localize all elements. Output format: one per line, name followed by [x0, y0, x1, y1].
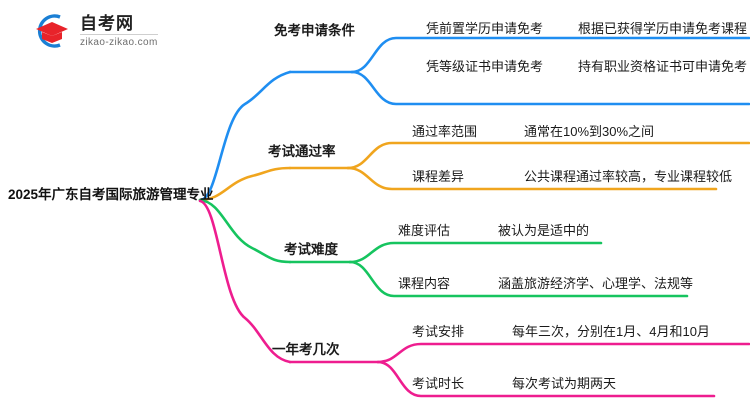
branch-label-0[interactable]: 免考申请条件	[274, 23, 355, 38]
branch-split-2-up	[348, 241, 603, 264]
mindmap-root-topic[interactable]: 2025年广东自考国际旅游管理专业	[8, 187, 214, 202]
branch-split-0-down	[350, 70, 750, 106]
branch-split-2-down	[348, 260, 689, 298]
sub-label-0-0[interactable]: 凭前置学历申请免考	[426, 21, 544, 36]
sub-label-3-1[interactable]: 考试时长	[412, 376, 465, 391]
logo-graduation-cap-icon	[30, 12, 74, 50]
branch-line-3	[198, 199, 292, 364]
logo-domain: zikao-zikao.com	[80, 36, 158, 48]
sub-label-2-1[interactable]: 课程内容	[398, 276, 451, 291]
sub-desc-2-1: 涵盖旅游经济学、心理学、法规等	[498, 276, 694, 291]
sub-desc-3-1: 每次考试为期两天	[512, 376, 617, 391]
logo-title: 自考网	[80, 15, 158, 35]
sub-desc-3-0: 每年三次，分别在1月、4月和10月	[512, 324, 710, 339]
sub-label-3-0[interactable]: 考试安排	[412, 324, 465, 339]
sub-desc-1-1: 公共课程通过率较高，专业课程较低	[524, 169, 733, 184]
sub-desc-0-1: 持有职业资格证书可申请免考	[578, 59, 748, 74]
site-logo[interactable]: 自考网 zikao-zikao.com	[30, 12, 158, 50]
branch-label-3[interactable]: 一年考几次	[272, 342, 340, 357]
sub-label-0-1[interactable]: 凭等级证书申请免考	[426, 59, 544, 74]
sub-desc-2-0: 被认为是适中的	[498, 223, 590, 238]
sub-desc-1-0: 通常在10%到30%之间	[524, 124, 655, 139]
sub-desc-0-0: 根据已获得学历申请免考课程	[578, 21, 748, 36]
branch-split-0-up	[350, 36, 750, 74]
branch-split-1-up	[346, 141, 750, 170]
branch-line-2	[198, 198, 292, 264]
sub-label-1-0[interactable]: 通过率范围	[412, 124, 478, 139]
branch-split-3-up	[376, 342, 750, 364]
branch-label-2[interactable]: 考试难度	[284, 242, 338, 257]
sub-label-2-0[interactable]: 难度评估	[398, 223, 451, 238]
branch-split-1-down	[346, 166, 718, 191]
branch-line-1	[198, 166, 292, 202]
branch-label-1[interactable]: 考试通过率	[268, 144, 336, 159]
branch-split-3-down	[376, 360, 716, 398]
branch-line-0	[198, 70, 292, 202]
sub-label-1-1[interactable]: 课程差异	[412, 169, 465, 184]
